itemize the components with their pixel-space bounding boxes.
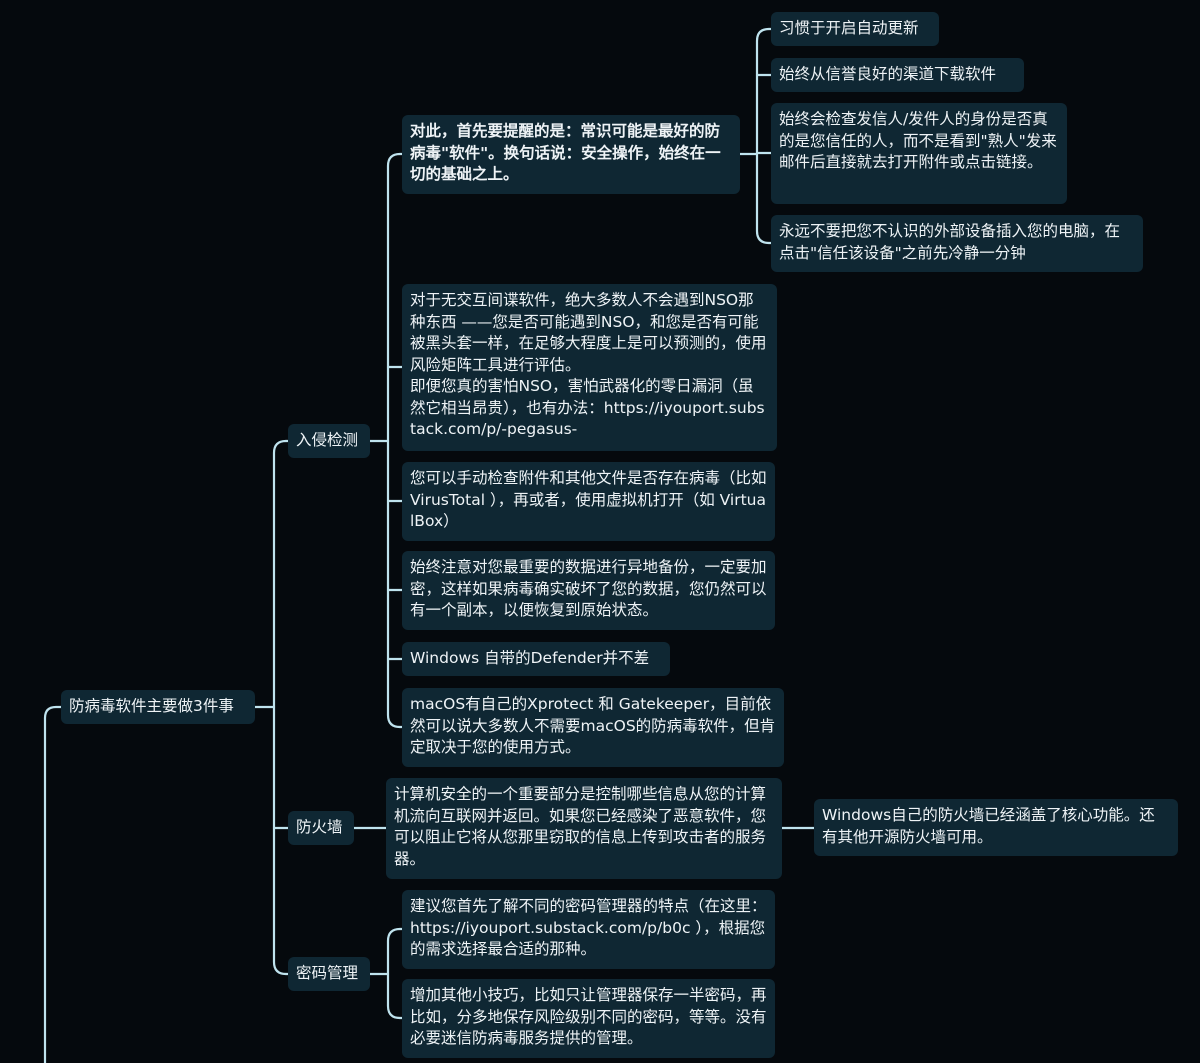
intrusion-item-virus-check[interactable]: 您可以手动检查附件和其他文件是否存在病毒（比如VirusTotal ），再或者，…	[402, 462, 775, 541]
password-item-extra-tips[interactable]: 增加其他小技巧，比如只让管理器保存一半密码，再比如，分多地保存风险级别不同的密码…	[402, 979, 775, 1058]
intrusion-item-macos[interactable]: macOS有自己的Xprotect 和 Gatekeeper，目前依然可以说大多…	[402, 688, 784, 767]
intrusion-item-defender[interactable]: Windows 自带的Defender并不差	[402, 642, 670, 676]
tip-auto-update[interactable]: 习惯于开启自动更新	[771, 12, 939, 46]
intrusion-item-nso[interactable]: 对于无交互间谍软件，绝大多数人不会遇到NSO那种东西 ——您是否可能遇到NSO，…	[402, 284, 777, 451]
branch-password-management[interactable]: 密码管理	[288, 957, 370, 991]
intrusion-item-backup[interactable]: 始终注意对您最重要的数据进行异地备份，一定要加密，这样如果病毒确实破坏了您的数据…	[402, 551, 775, 630]
firewall-description-node[interactable]: 计算机安全的一个重要部分是控制哪些信息从您的计算机流向互联网并返回。如果您已经感…	[386, 778, 782, 879]
intrusion-link-spine	[386, 152, 402, 729]
firewall-note-node[interactable]: Windows自己的防火墙已经涵盖了核心功能。还有其他开源防火墙可用。	[814, 799, 1178, 856]
branch-intrusion-detection[interactable]: 入侵检测	[288, 424, 370, 458]
principle-link-spine	[755, 27, 771, 245]
intrusion-principle-node[interactable]: 对此，首先要提醒的是：常识可能是最好的防病毒"软件"。换句话说：安全操作，始终在…	[402, 115, 740, 194]
root-node[interactable]: 防病毒软件主要做3件事	[61, 690, 255, 724]
password-item-choose-manager[interactable]: 建议您首先了解不同的密码管理器的特点（在这里：https://iyouport.…	[402, 890, 775, 969]
root-link-spine	[272, 439, 288, 976]
root-trunk	[43, 705, 63, 1063]
tip-external-devices[interactable]: 永远不要把您不认识的外部设备插入您的电脑，在点击"信任该设备"之前先冷静一分钟	[771, 215, 1143, 272]
tip-verify-sender[interactable]: 始终会检查发信人/发件人的身份是否真的是您信任的人，而不是看到"熟人"发来邮件后…	[771, 103, 1067, 204]
password-link-spine	[386, 927, 402, 1020]
tip-trusted-downloads[interactable]: 始终从信誉良好的渠道下载软件	[771, 58, 1024, 92]
branch-firewall[interactable]: 防火墙	[288, 811, 354, 845]
